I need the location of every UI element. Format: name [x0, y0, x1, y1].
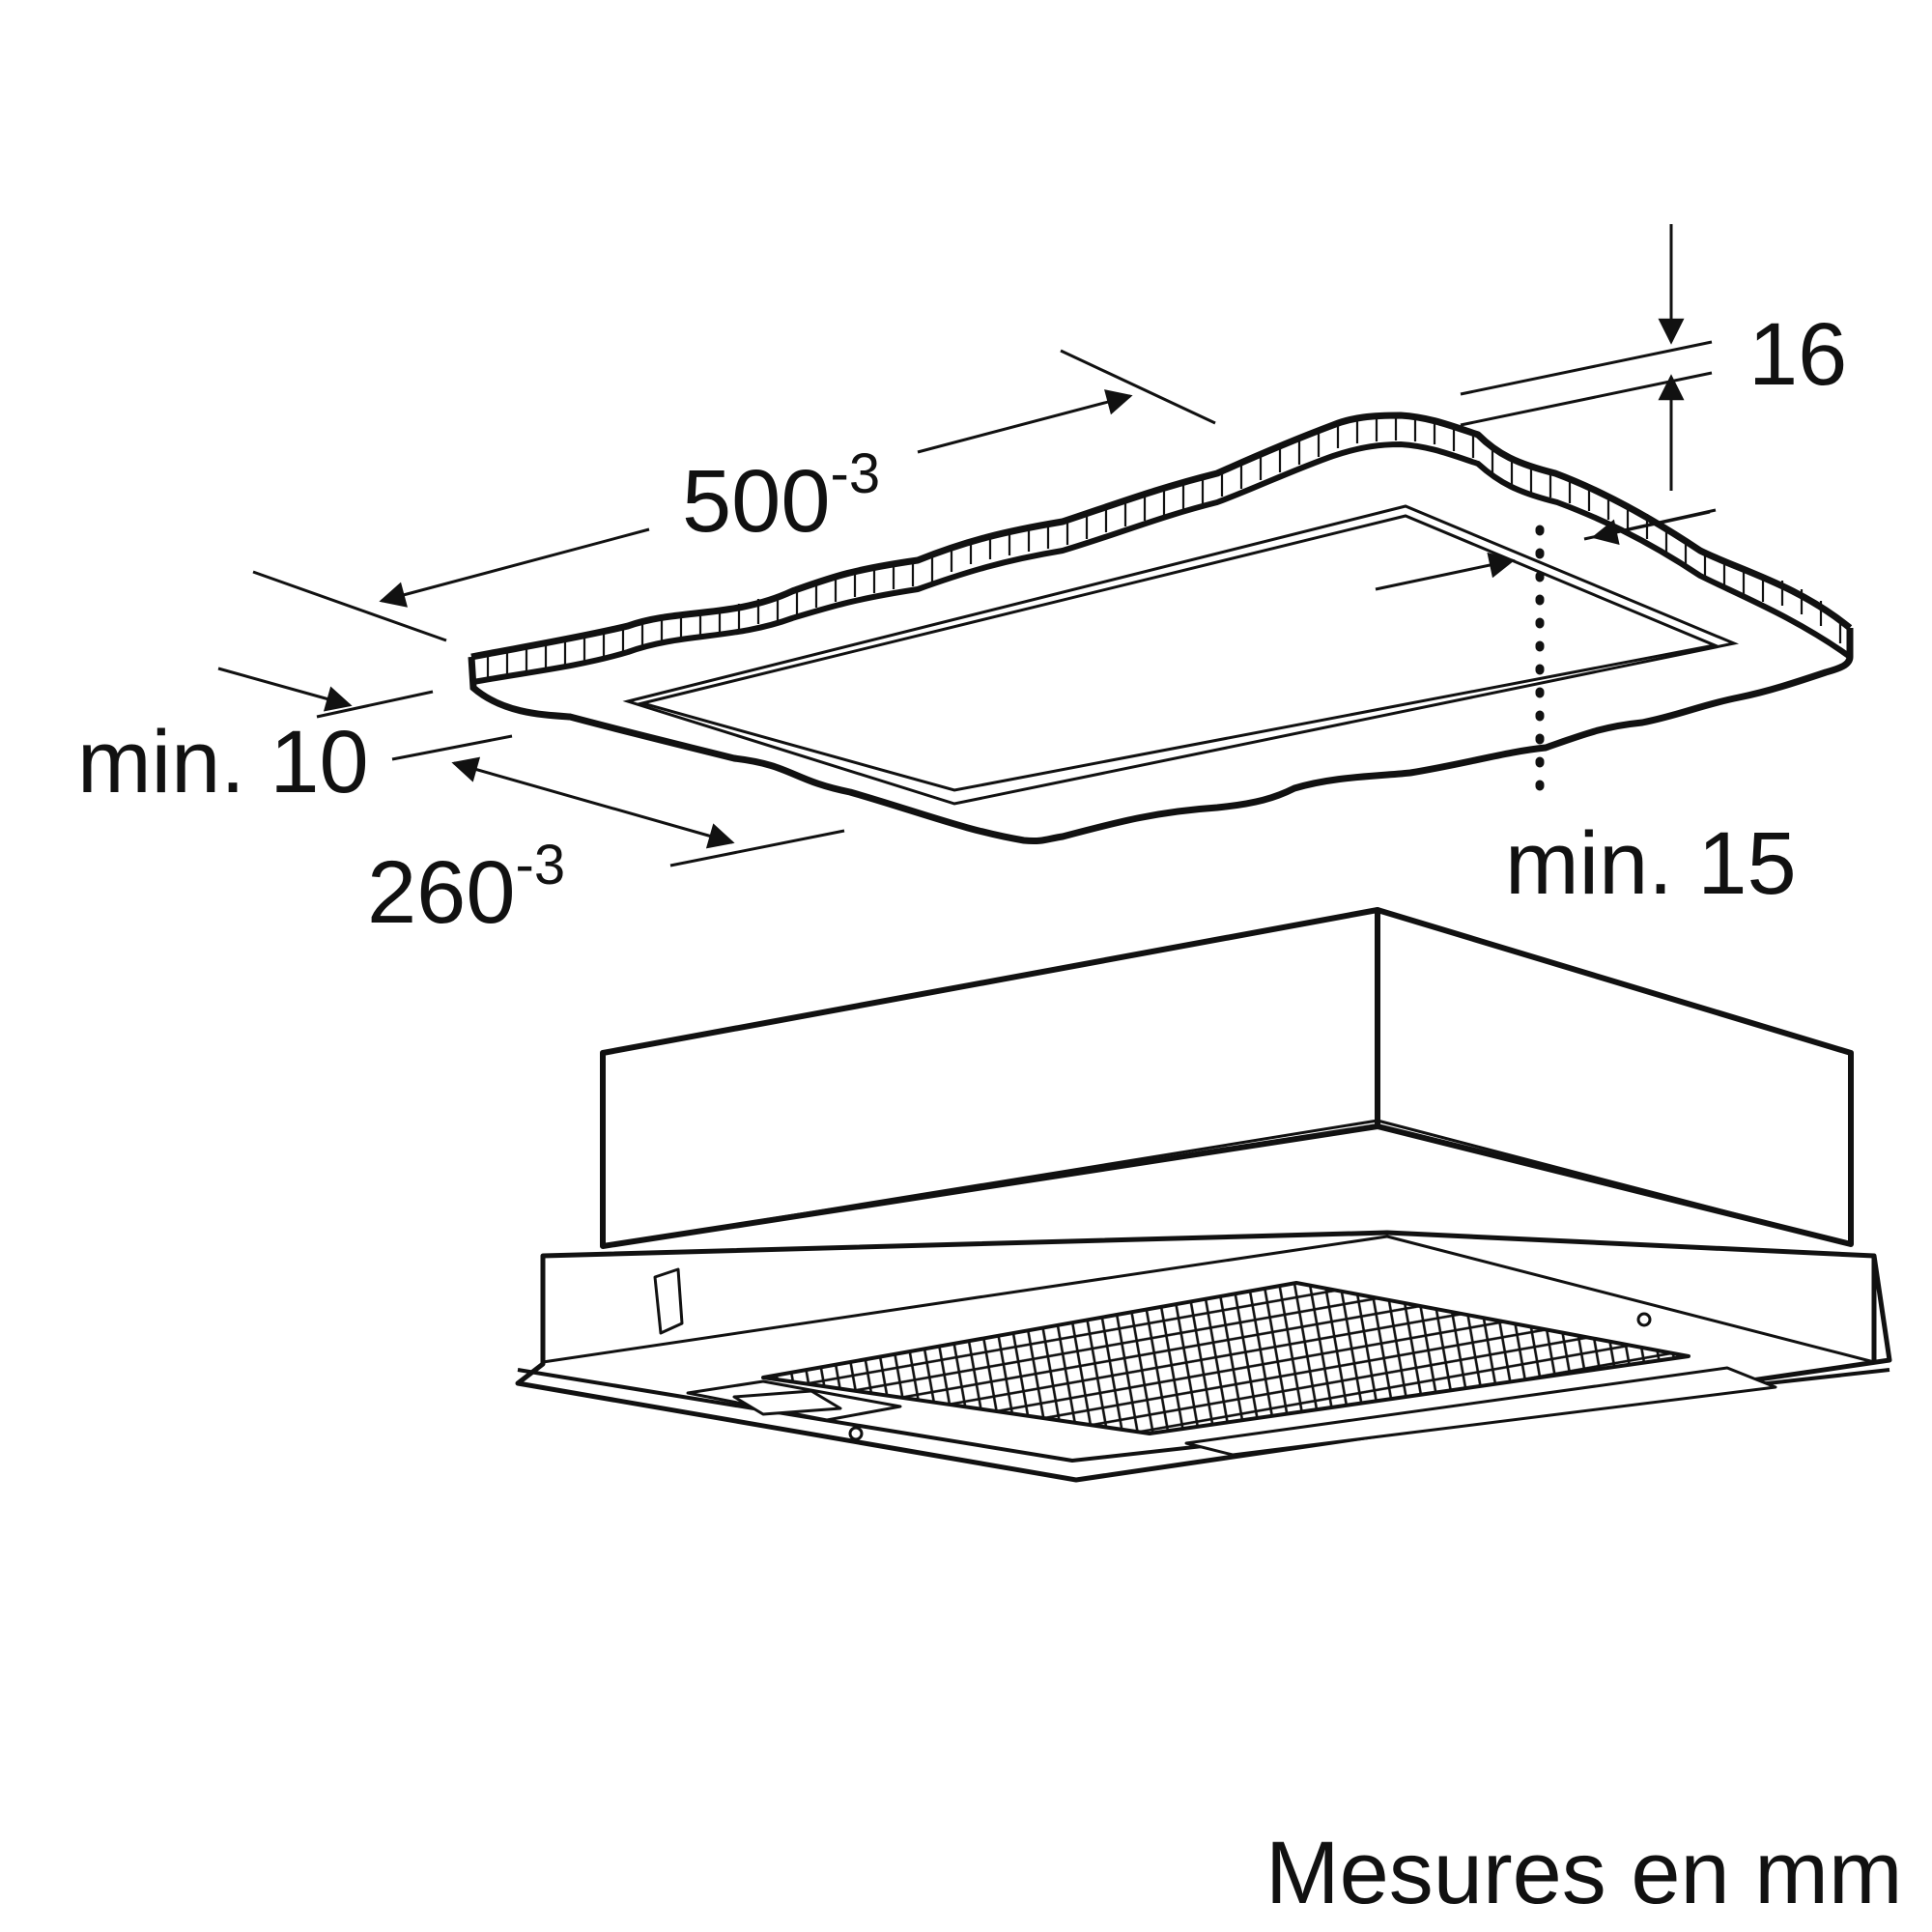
dim-260-label: 260-3: [367, 834, 565, 942]
dim-16-label: 16: [1748, 305, 1847, 404]
dimension-16: 16: [1460, 224, 1847, 491]
panel-inner-edge: [472, 440, 1852, 685]
dim-min10-label: min. 10: [77, 713, 369, 811]
dimension-min15: min. 15: [1375, 508, 1797, 913]
cabinet-panel: [468, 412, 1854, 844]
range-hood: [515, 907, 1892, 1483]
panel-hatching: [486, 415, 1842, 680]
panel-top-edge: [470, 412, 1853, 661]
dim-500-label: 500-3: [682, 442, 880, 551]
dimension-260: 260-3: [367, 756, 845, 942]
slider-switch: [653, 1267, 684, 1335]
grease-filter: [761, 1281, 1690, 1435]
control-buttons: [732, 1389, 842, 1416]
cutout-inner: [637, 514, 1720, 792]
cutout-outer: [622, 504, 1740, 806]
knob-front: [848, 1426, 864, 1441]
dimension-500: 500-3: [252, 349, 1216, 642]
dim-min15-label: min. 15: [1505, 814, 1797, 913]
hood-box-side: [1375, 907, 1854, 1247]
units-note: Mesures en mm: [1265, 1824, 1903, 1922]
knob-rear: [1636, 1312, 1652, 1327]
light-strip: [1184, 1366, 1777, 1457]
hood-box-front: [600, 907, 1380, 1249]
dimension-min10: min. 10: [77, 667, 513, 811]
